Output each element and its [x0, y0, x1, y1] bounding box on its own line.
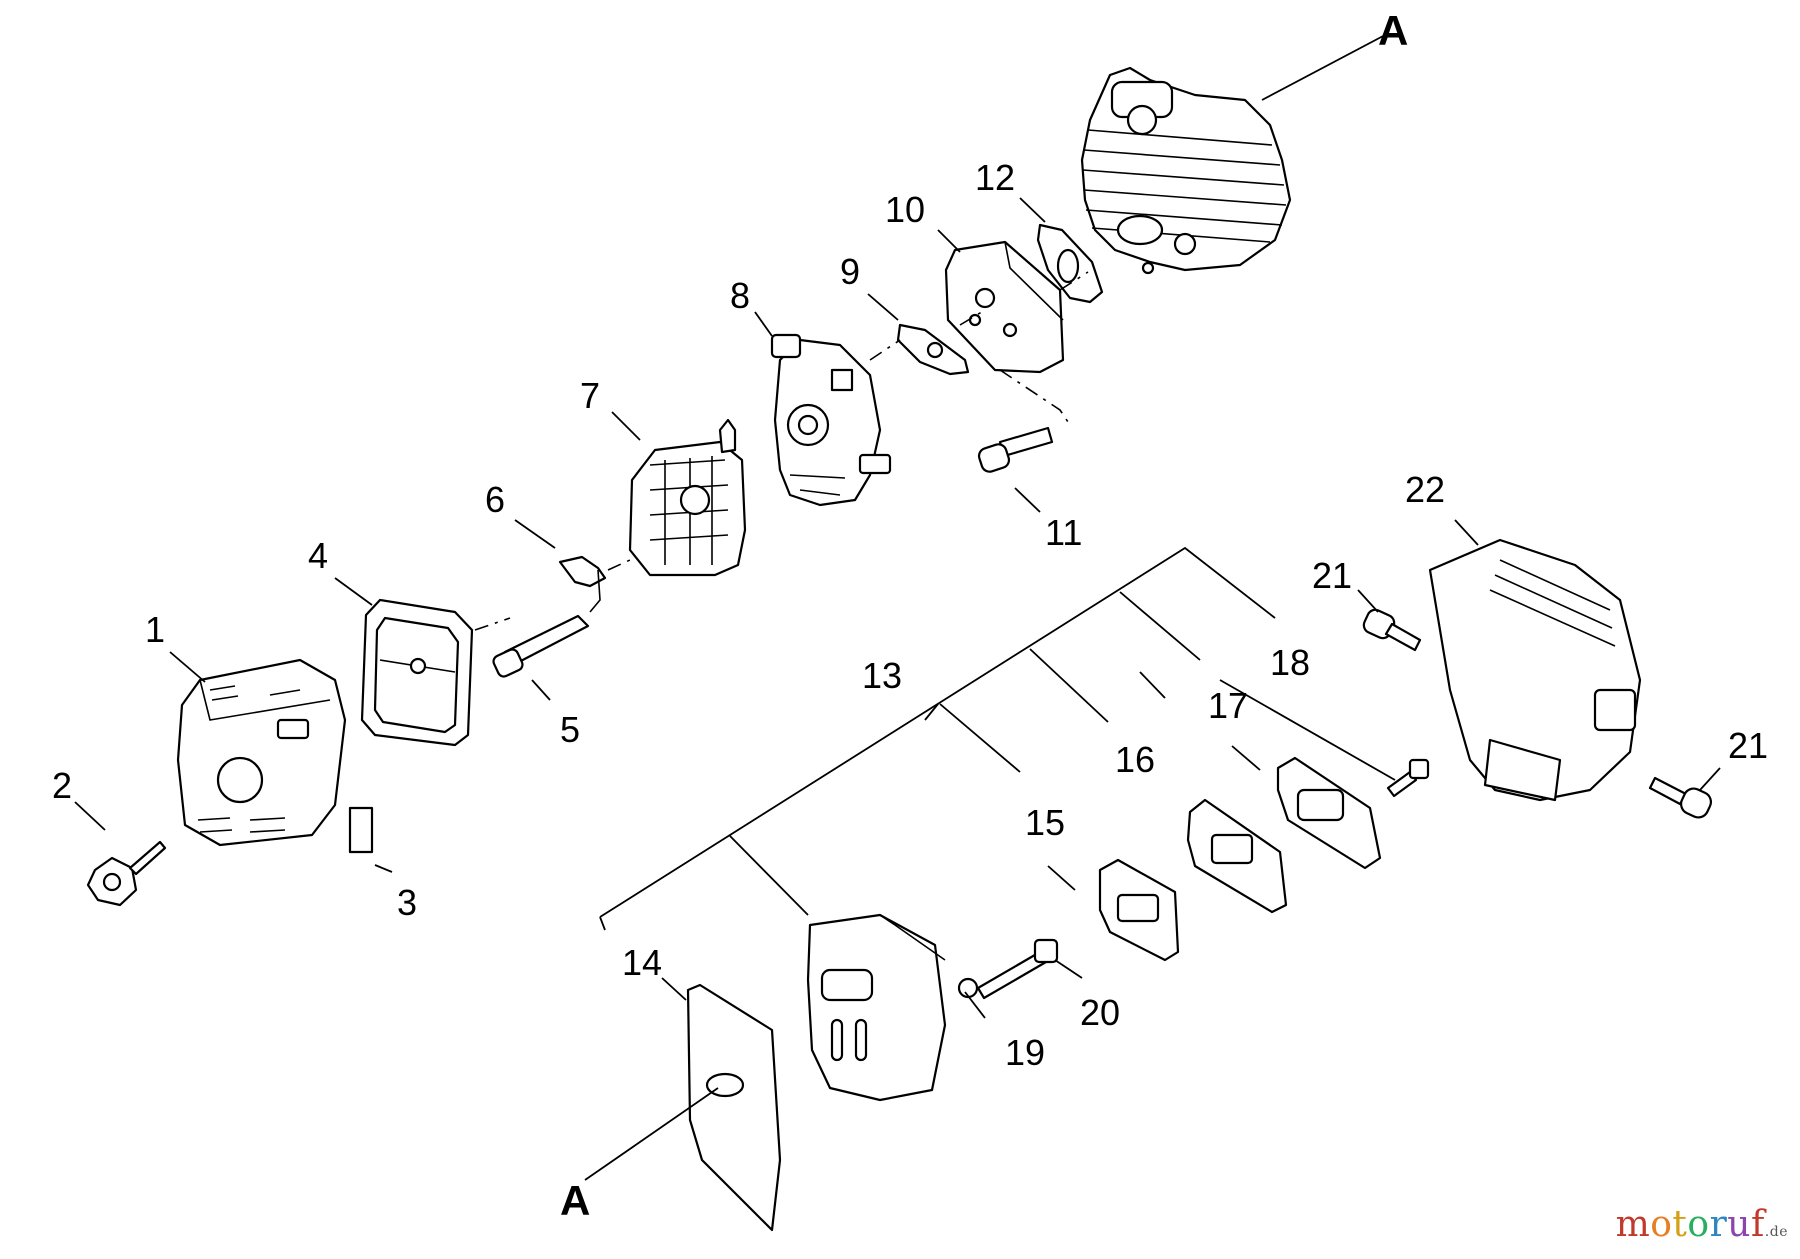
bolt-20	[976, 938, 1059, 1000]
part-label-1: 1	[145, 609, 165, 650]
washer-19	[957, 977, 979, 999]
part-label-18: 18	[1270, 642, 1310, 683]
part-label-8: 8	[730, 275, 750, 316]
air-cleaner-cover-1	[176, 658, 347, 847]
bolt-21-lower	[1648, 776, 1712, 819]
part-label-22: 22	[1405, 469, 1445, 510]
bolt-11	[977, 426, 1054, 473]
part-label-7: 7	[580, 375, 600, 416]
watermark-letter: r	[1709, 1204, 1728, 1245]
watermark-letter: o	[1650, 1204, 1673, 1245]
part-label-10: 10	[885, 189, 925, 230]
part-label-9: 9	[840, 251, 860, 292]
muffler-guard-22	[1428, 538, 1642, 802]
heat-plate-14	[686, 983, 782, 1232]
part-label-13: 13	[862, 655, 902, 696]
bolt-21-upper	[1362, 608, 1422, 652]
part-label-21-second: 21	[1728, 725, 1768, 766]
air-cleaner-base-7	[628, 418, 747, 577]
part-label-5: 5	[560, 709, 580, 750]
part-label-12: 12	[975, 157, 1015, 198]
watermark-suffix: .de	[1764, 1224, 1788, 1240]
muffler	[806, 913, 947, 1102]
cover-knob-2	[86, 840, 167, 907]
watermark: motoruf.de	[1616, 1204, 1788, 1245]
cylinder	[1080, 66, 1292, 275]
watermark-letter: u	[1727, 1204, 1751, 1245]
part-label-3: 3	[397, 882, 417, 923]
part-label-2: 2	[52, 765, 72, 806]
label-3	[348, 806, 374, 854]
part-label-11: 11	[1045, 512, 1082, 553]
reference-a-bottom: A	[560, 1177, 590, 1224]
watermark-letter: f	[1750, 1204, 1765, 1245]
part-label-20: 20	[1080, 992, 1120, 1033]
part-label-14: 14	[622, 942, 662, 983]
insulator-10	[944, 240, 1065, 374]
watermark-letter: o	[1687, 1204, 1710, 1245]
carburetor-8	[770, 333, 892, 507]
watermark-logo: motoruf	[1616, 1204, 1765, 1245]
watermark-letter: m	[1615, 1204, 1651, 1245]
watermark-letter: t	[1672, 1204, 1688, 1245]
part-label-16: 16	[1115, 739, 1155, 780]
part-label-17: 17	[1208, 685, 1248, 726]
bolt-5	[492, 614, 590, 678]
part-label-19: 19	[1005, 1032, 1045, 1073]
air-filter-4	[360, 598, 474, 747]
part-label-15: 15	[1025, 802, 1065, 843]
part-label-4: 4	[308, 535, 328, 576]
choke-lever-6	[558, 555, 607, 588]
bolt-18	[1386, 758, 1430, 798]
part-label-6: 6	[485, 479, 505, 520]
reference-a-top: A	[1378, 7, 1408, 54]
part-label-21: 21	[1312, 555, 1352, 596]
